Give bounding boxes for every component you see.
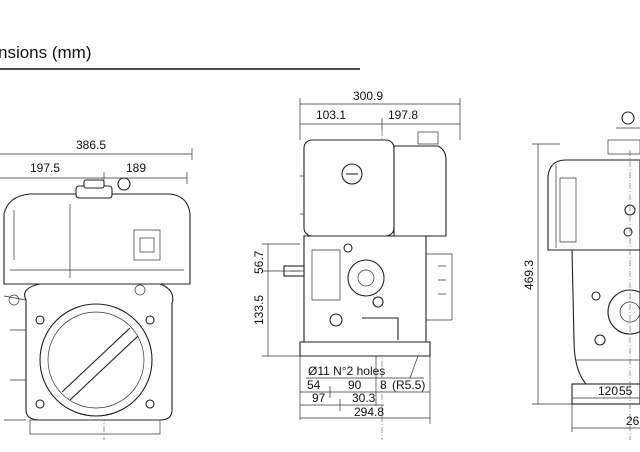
engine-rear-view: 469.3 120 55 26 bbox=[522, 111, 640, 440]
front-overall-width-label: 386.5 bbox=[76, 138, 106, 152]
hole-note-line2: (R5.5) bbox=[392, 378, 425, 392]
page-title: nsions (mm) bbox=[0, 43, 92, 62]
side-base-90-label: 90 bbox=[348, 378, 362, 392]
rear-base-right-label: 55 bbox=[619, 384, 633, 398]
side-overall-top-label: 300.9 bbox=[353, 89, 383, 103]
side-base-54-label: 54 bbox=[307, 378, 321, 392]
side-overall-bottom-label: 294.8 bbox=[354, 405, 384, 419]
side-base-30-3-label: 30.3 bbox=[352, 391, 376, 405]
rear-base-overall-label: 26 bbox=[626, 414, 640, 428]
rear-overall-height-label: 469.3 bbox=[522, 260, 536, 290]
side-height-upper-label: 56.7 bbox=[252, 250, 266, 274]
engine-side-view: 300.9 103.1 197.8 56.7 133 bbox=[252, 89, 461, 440]
front-right-segment-label: 189 bbox=[126, 161, 146, 175]
rear-base-120-label: 120 bbox=[598, 384, 618, 398]
hole-note-line1: Ø11 N°2 holes bbox=[308, 364, 385, 378]
side-top-left-label: 103.1 bbox=[316, 108, 346, 122]
engine-front-view: 386.5 197.5 189 bbox=[0, 138, 193, 440]
front-left-segment-label: 197.5 bbox=[30, 161, 60, 175]
side-base-8-label: 8 bbox=[380, 378, 387, 392]
side-base-97-label: 97 bbox=[312, 391, 326, 405]
side-top-right-label: 197.8 bbox=[388, 108, 418, 122]
side-height-lower-label: 133.5 bbox=[252, 295, 266, 325]
